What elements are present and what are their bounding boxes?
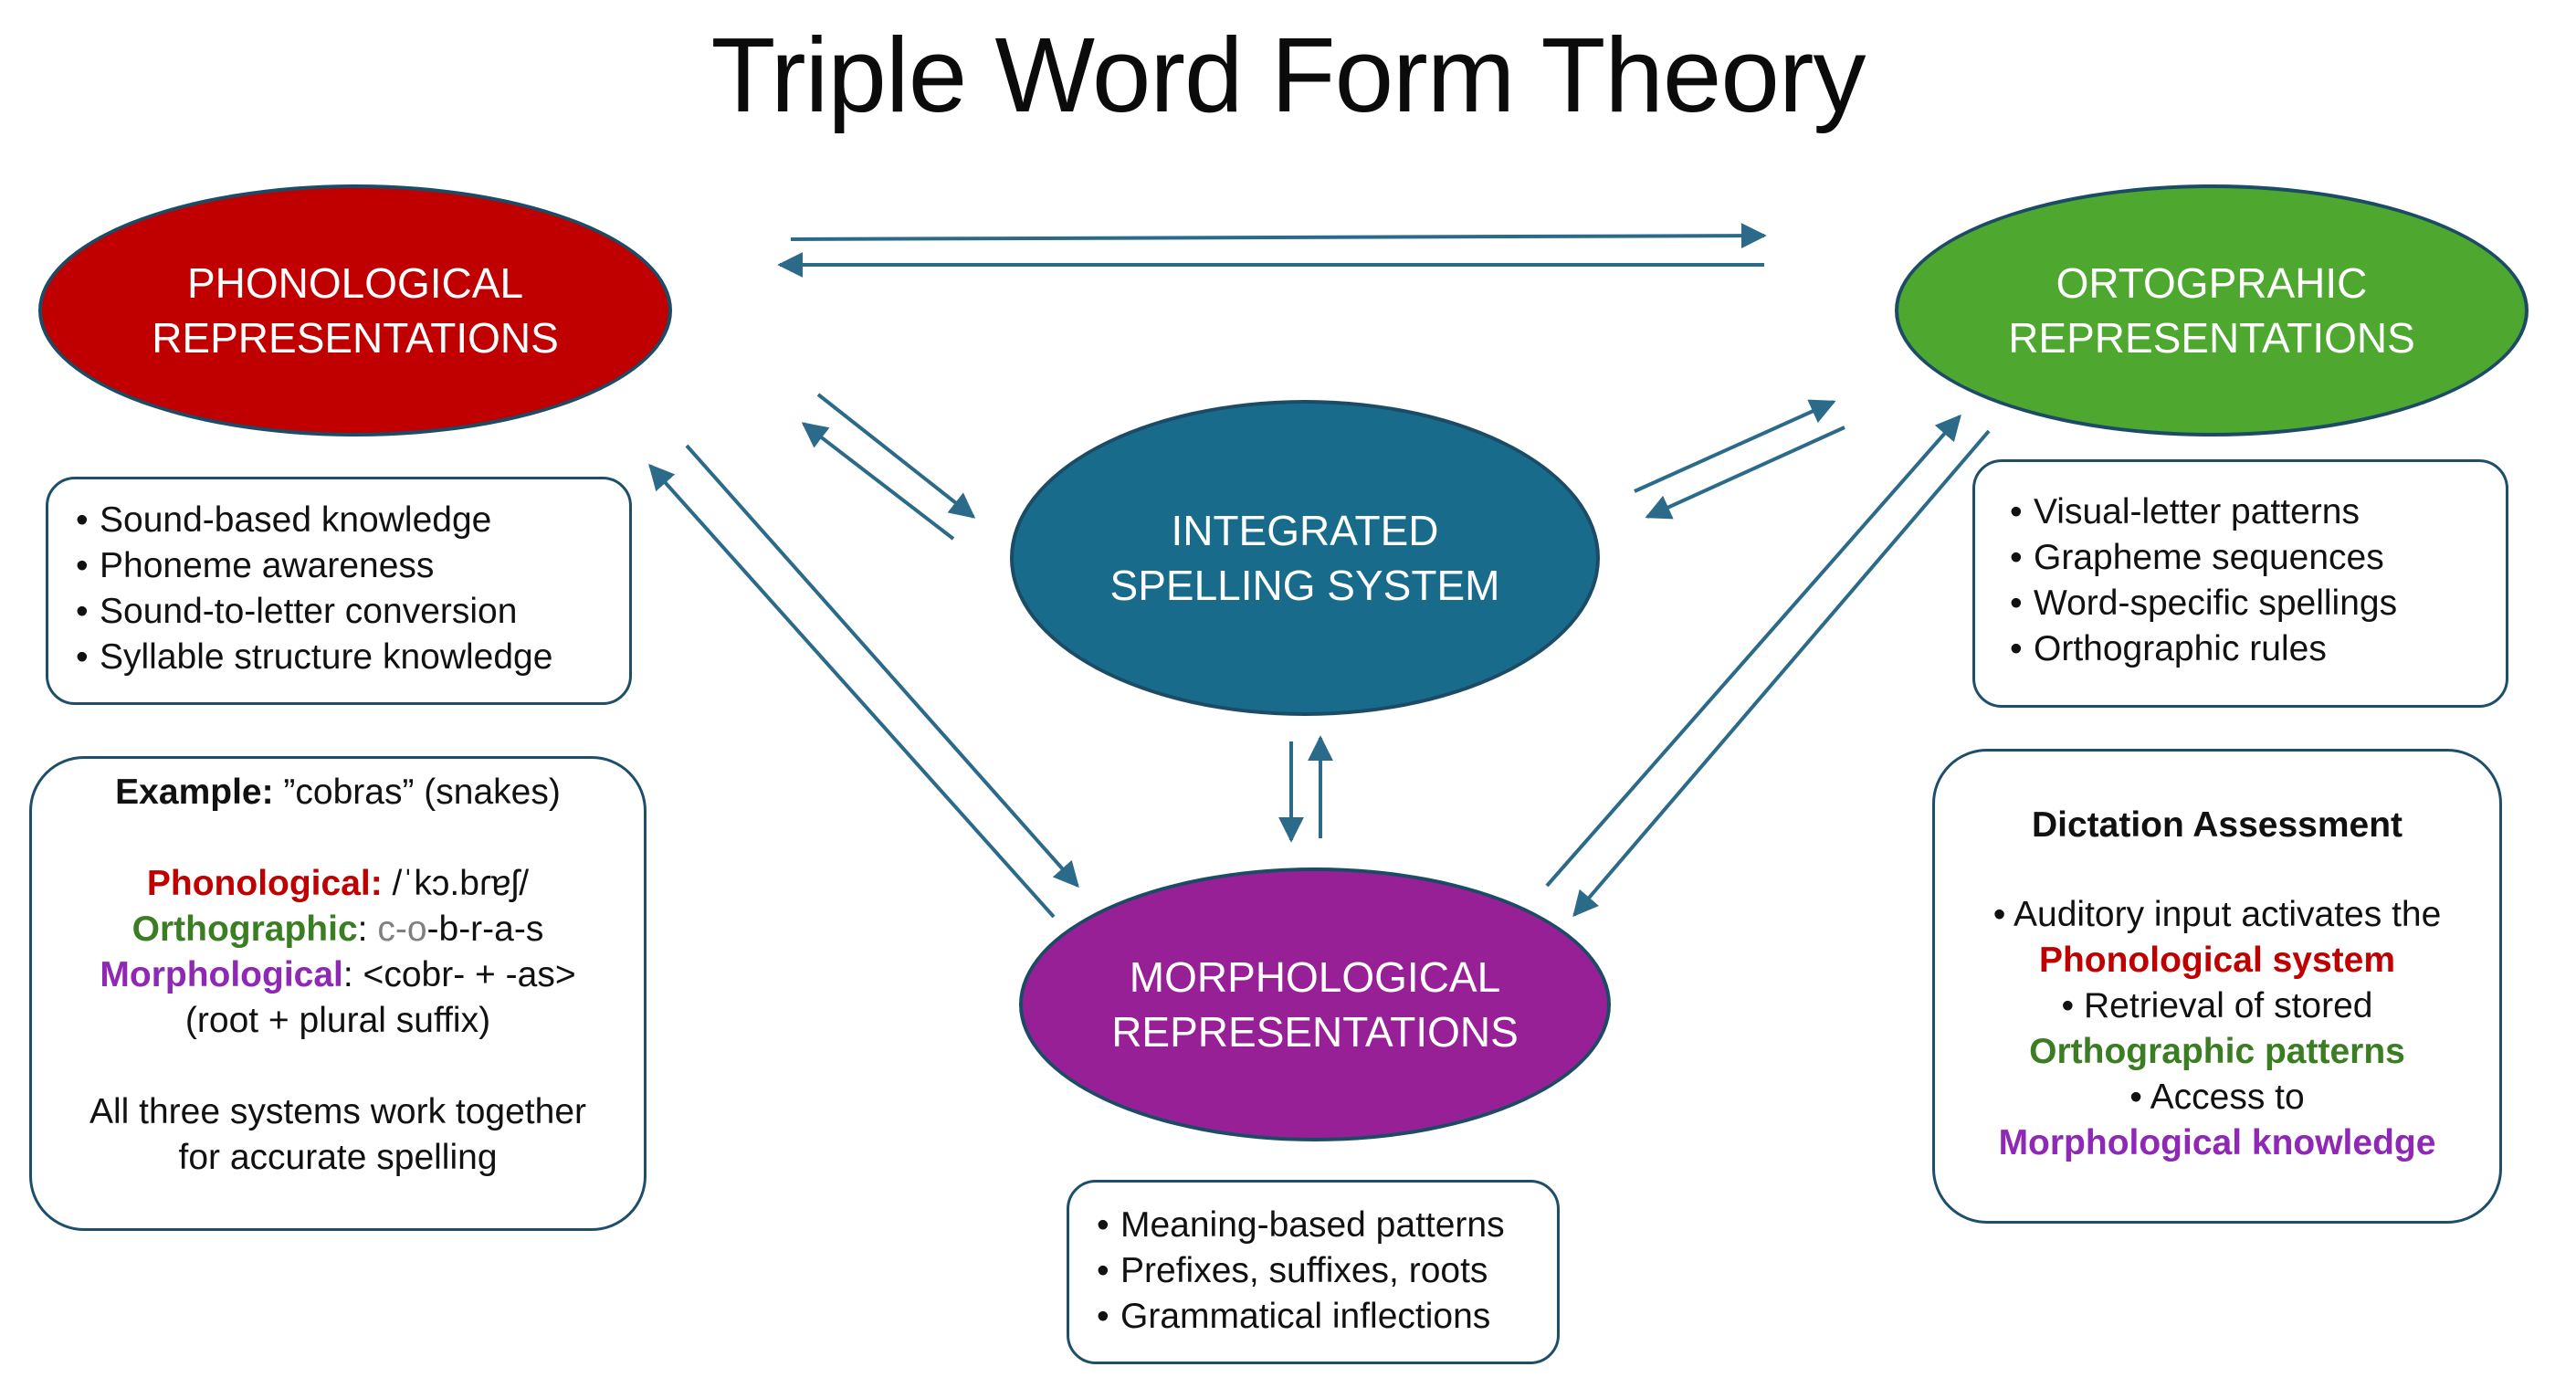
page-title: Triple Word Form Theory	[710, 16, 1866, 134]
example-word: ”cobras” (snakes)	[273, 773, 561, 812]
list-item: Prefixes, suffixes, roots	[1097, 1248, 1557, 1294]
dictation-assessment-box: Dictation Assessment • Auditory input ac…	[1932, 749, 2502, 1224]
phonological-node-line2: REPRESENTATIONS	[152, 314, 559, 362]
arrow-morph-to-phon	[648, 463, 1056, 919]
phonological-node-line1: PHONOLOGICAL	[186, 259, 524, 307]
orthographic-features-box: Visual-letter patterns Grapheme sequence…	[1972, 459, 2508, 708]
morphological-node-line1: MORPHOLOGICAL	[1129, 953, 1501, 1001]
integrated-node: INTEGRATED SPELLING SYSTEM	[1010, 400, 1600, 716]
orthographic-node-line2: REPRESENTATIONS	[2008, 314, 2415, 362]
list-item: Sound-based knowledge	[76, 498, 629, 543]
arrow-phon-to-int	[816, 393, 976, 519]
example-morph-label: Morphological	[100, 955, 343, 994]
example-morphological: Morphological: <cobr- + -as>	[32, 952, 644, 998]
orthographic-node: ORTOGPRAHIC REPRESENTATIONS	[1895, 184, 2529, 436]
list-item: Syllable structure knowledge	[76, 635, 629, 680]
integrated-node-line1: INTEGRATED	[1171, 507, 1439, 554]
example-orthographic: Orthographic: c-o-b-r-a-s	[32, 907, 644, 952]
morphological-node: MORPHOLOGICAL REPRESENTATIONS	[1019, 868, 1611, 1141]
example-orth-label: Orthographic	[131, 910, 358, 949]
example-phon-value: /ˈkɔ.bɾɐʃ/	[382, 864, 530, 903]
example-label: Example:	[115, 773, 274, 812]
example-orth-value-grey: c-o	[377, 910, 427, 949]
arrow-int-to-phon	[801, 422, 955, 541]
list-item: Word-specific spellings	[2010, 581, 2506, 626]
example-phon-label: Phonological:	[146, 864, 383, 903]
dictation-item-3: • Access to	[2129, 1078, 2305, 1117]
example-orth-colon: :	[357, 910, 378, 949]
example-summary-line2: for accurate spelling	[178, 1138, 498, 1177]
list-item: Visual-letter patterns	[2010, 489, 2506, 535]
list-item: Meaning-based patterns	[1097, 1203, 1557, 1248]
arrow-phon-to-orth	[790, 223, 1767, 249]
dictation-item-1-highlight: Phonological system	[2038, 941, 2396, 980]
arrow-morph-to-orth	[1545, 414, 1961, 888]
morphological-node-line2: REPRESENTATIONS	[1111, 1008, 1519, 1056]
example-box: Example: ”cobras” (snakes) Phonological:…	[29, 756, 647, 1231]
arrow-orth-to-morph	[1572, 429, 1991, 918]
dictation-title: Dictation Assessment	[2031, 805, 2403, 845]
dictation-item-2: • Retrieval of stored	[2061, 986, 2373, 1025]
list-item: Phoneme awareness	[76, 543, 629, 589]
integrated-node-line2: SPELLING SYSTEM	[1109, 562, 1500, 609]
example-morph-value: : <cobr- + -as>	[342, 955, 576, 994]
dictation-item-3-highlight: Morphological knowledge	[1998, 1123, 2436, 1162]
list-item: Sound-to-letter conversion	[76, 589, 629, 635]
orthographic-node-line1: ORTOGPRAHIC	[2056, 259, 2368, 307]
example-morph-note: (root + plural suffix)	[184, 1001, 491, 1040]
list-item: Grapheme sequences	[2010, 535, 2506, 581]
arrow-phon-to-morph	[685, 444, 1079, 889]
dictation-item-1: • Auditory input activates the	[1992, 895, 2442, 934]
arrow-orth-to-int	[1645, 426, 1845, 520]
dictation-item-2-highlight: Orthographic patterns	[2029, 1032, 2405, 1071]
arrow-int-to-orth	[1634, 399, 1836, 493]
example-summary-line1: All three systems work together	[89, 1092, 587, 1131]
list-item: Grammatical inflections	[1097, 1294, 1557, 1340]
morphological-features-box: Meaning-based patterns Prefixes, suffixe…	[1067, 1180, 1560, 1364]
phonological-node: PHONOLOGICAL REPRESENTATIONS	[38, 184, 672, 436]
phonological-features-box: Sound-based knowledge Phoneme awareness …	[46, 477, 632, 705]
example-heading: Example: ”cobras” (snakes)	[32, 770, 644, 815]
example-phonological: Phonological: /ˈkɔ.bɾɐʃ/	[32, 861, 644, 907]
example-orth-value-rest: -b-r-a-s	[426, 910, 544, 949]
list-item: Orthographic rules	[2010, 626, 2506, 672]
